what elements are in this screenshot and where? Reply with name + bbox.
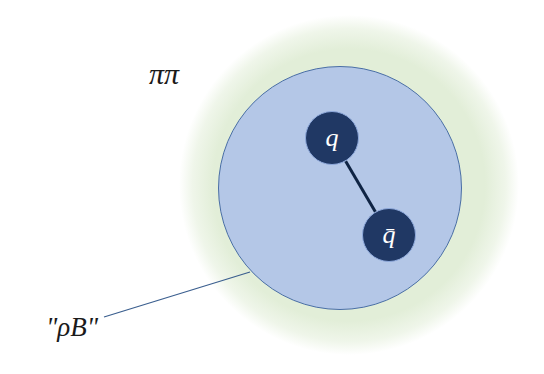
binding-line (346, 161, 376, 211)
quark-label: q̄ (383, 222, 396, 248)
region-label: "ρB" (46, 314, 98, 341)
bare-rho-core: "ρB"qq̄ (218, 66, 462, 310)
quark-label: q (326, 125, 339, 151)
antiquark: q̄ (362, 208, 416, 262)
leader-line (104, 272, 250, 317)
pion-cloud: ππ"ρB"qq̄ (179, 15, 519, 355)
quark: q (305, 111, 359, 165)
region-label: ππ (149, 59, 179, 89)
